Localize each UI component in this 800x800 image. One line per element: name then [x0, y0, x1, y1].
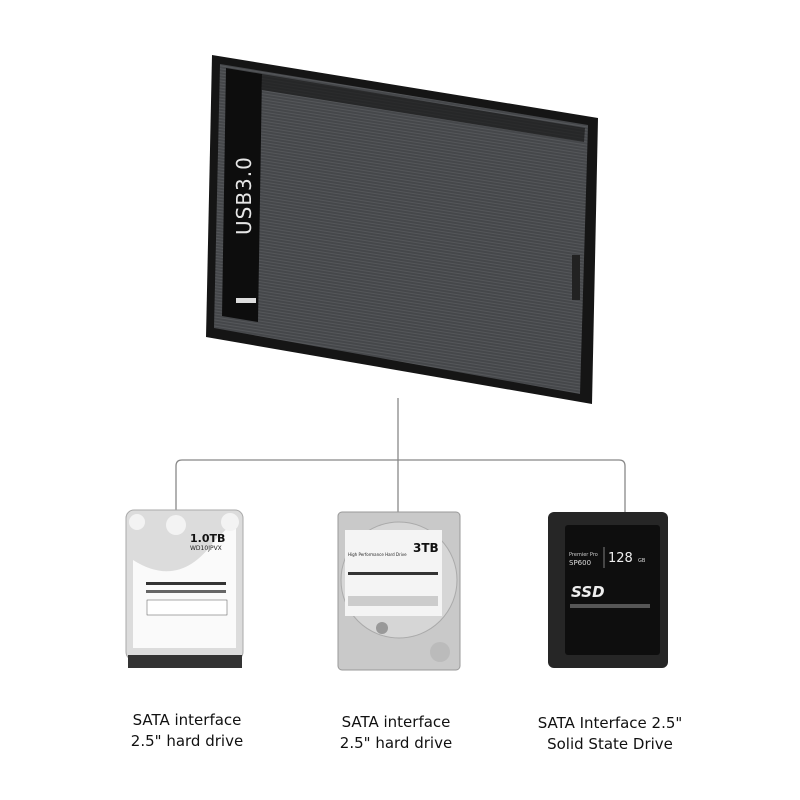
hdd2-capacity: 3TB [413, 541, 439, 555]
caption-hdd-1: SATA interface 2.5" hard drive [77, 710, 297, 752]
hdd2-model: High Performance Hard Drive [348, 552, 407, 557]
caption-line: SATA interface [132, 711, 242, 729]
ssd-capacity-unit: GB [638, 558, 646, 564]
ssd-logo: SSD [571, 583, 605, 601]
caption-line: 2.5" hard drive [130, 732, 244, 750]
caption-line: SATA Interface 2.5" [537, 714, 683, 732]
caption-hdd-2: SATA interface 2.5" hard drive [286, 712, 506, 754]
caption-line: SATA interface [341, 713, 451, 731]
hdd-2-5-inch: 1.0TB WD10JPVX [125, 509, 244, 668]
caption-line: Solid State Drive [547, 735, 673, 753]
hdd1-capacity: 1.0TB [190, 532, 225, 545]
connector-lines [175, 398, 626, 512]
ssd-capacity: 128 [608, 551, 633, 566]
hdd-3-5-inch: 3TB High Performance Hard Drive [337, 511, 461, 671]
caption-line: 2.5" hard drive [339, 734, 453, 752]
usb3-print: USB3.0 [232, 156, 256, 235]
caption-ssd: SATA Interface 2.5" Solid State Drive [500, 713, 720, 755]
ssd-brand-line: Premier Pro [569, 552, 598, 558]
ssd-model: SP600 [569, 559, 591, 567]
ssd: Premier Pro SP600 128 GB SSD [548, 512, 668, 668]
hdd1-model: WD10JPVX [190, 545, 222, 552]
usb-enclosure: USB3.0 [206, 55, 598, 404]
